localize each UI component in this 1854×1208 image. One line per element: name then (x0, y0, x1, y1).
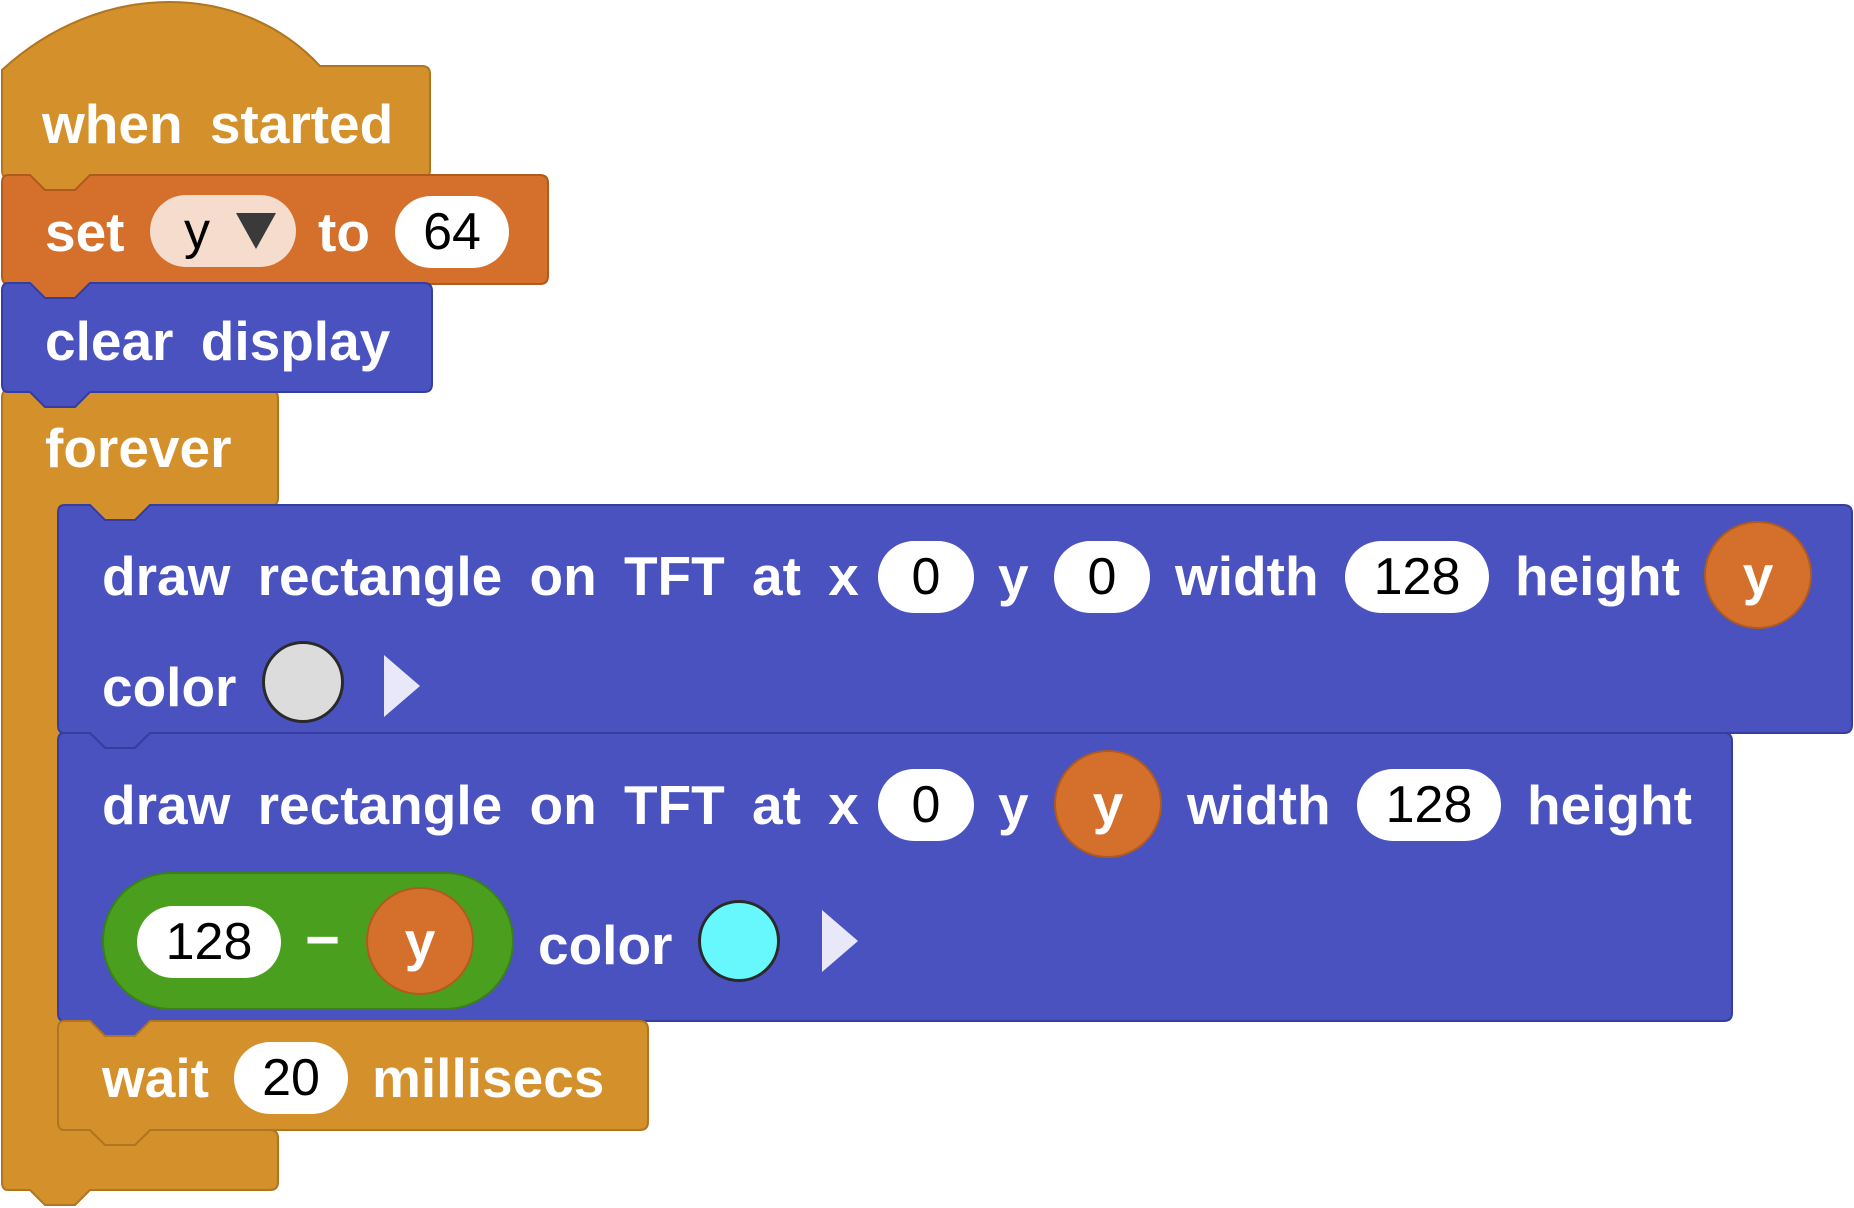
rect1-y-input[interactable]: 0 (1054, 541, 1150, 613)
rect1-y-label: y (998, 545, 1029, 607)
clear-display-block[interactable] (0, 282, 433, 408)
rect1-height-label: height (1515, 545, 1680, 607)
expand-arrow-icon[interactable] (384, 655, 420, 717)
rect1-height-variable[interactable]: y (1704, 521, 1812, 629)
rect2-y-variable[interactable]: y (1054, 750, 1162, 858)
minus-operator: − (305, 906, 341, 973)
subtrahend-variable[interactable]: y (366, 887, 474, 995)
forever-label: forever (45, 417, 232, 479)
set-label: set (45, 201, 125, 263)
variable-dropdown[interactable]: y (150, 195, 296, 267)
rect1-prefix-label: draw rectangle on TFT at x (102, 545, 859, 607)
rect1-color-swatch[interactable] (262, 641, 344, 723)
rect2-color-swatch[interactable] (698, 900, 780, 982)
rect2-height-label: height (1527, 774, 1692, 836)
variable-dropdown-value: y (184, 202, 210, 260)
rect2-width-label: width (1187, 774, 1331, 836)
rect2-prefix-label: draw rectangle on TFT at x (102, 774, 859, 836)
rect2-width-input[interactable]: 128 (1357, 769, 1501, 841)
dropdown-triangle-icon (236, 213, 276, 249)
rect1-width-input[interactable]: 128 (1345, 541, 1489, 613)
wait-label: wait (102, 1047, 209, 1109)
wait-block[interactable] (57, 1020, 649, 1146)
rect1-color-label: color (102, 656, 237, 718)
expand-arrow-icon[interactable] (822, 910, 858, 972)
wait-value-input[interactable]: 20 (234, 1042, 348, 1114)
clear-display-label: clear display (45, 310, 391, 372)
minuend-input[interactable]: 128 (137, 906, 281, 978)
millisecs-label: millisecs (372, 1047, 605, 1109)
rect1-width-label: width (1175, 545, 1319, 607)
rect2-y-label: y (998, 774, 1029, 836)
set-value-input[interactable]: 64 (395, 196, 509, 268)
rect1-x-input[interactable]: 0 (878, 541, 974, 613)
rect2-color-label: color (538, 914, 673, 976)
to-label: to (318, 201, 370, 263)
hat-label: when started (42, 93, 394, 155)
rect2-x-input[interactable]: 0 (878, 769, 974, 841)
